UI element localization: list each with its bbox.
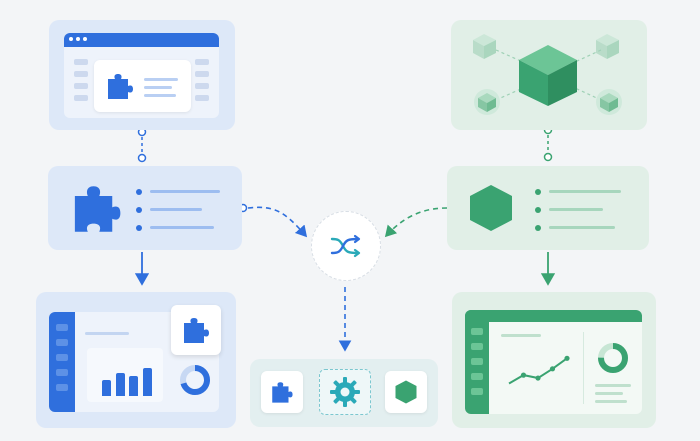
chart-bar [143, 368, 153, 396]
sidebar-item [471, 388, 483, 395]
sidebar-item [56, 384, 68, 391]
sidebar-line [195, 95, 209, 101]
bullet [136, 225, 142, 231]
puzzle-icon [184, 318, 209, 343]
green-mid-panel [447, 166, 649, 250]
chart-bar [129, 376, 139, 396]
list-line [549, 208, 603, 211]
bullet [136, 207, 142, 213]
hexagon-icon [395, 380, 417, 404]
donut-chart [180, 365, 210, 395]
list-line [549, 226, 615, 229]
header-line [85, 332, 129, 335]
bullet [535, 225, 541, 231]
bullet [136, 189, 142, 195]
puzzle-badge [171, 305, 221, 355]
green-top-link [543, 125, 553, 162]
divider [583, 332, 584, 404]
sidebar-item [56, 324, 68, 331]
green-to-hub-arrow [384, 207, 448, 238]
sidebar-item [56, 354, 68, 361]
blue-dashboard-panel [36, 292, 236, 428]
legend-line [595, 392, 623, 395]
sidebar-line [74, 59, 88, 65]
sidebar-item [56, 369, 68, 376]
sidebar-line [74, 83, 88, 89]
browser-titlebar [64, 33, 219, 47]
bar-chart-plot [97, 354, 157, 396]
list-line [150, 190, 220, 193]
sidebar-line [74, 95, 88, 101]
puzzle-icon [272, 382, 293, 403]
trend-point [535, 375, 541, 381]
chart-bar [115, 373, 125, 396]
merged-puzzle-card [261, 371, 303, 413]
browser-window [64, 33, 219, 118]
legend-line [595, 384, 631, 387]
line-chart [508, 355, 570, 385]
trend-point [564, 355, 570, 361]
sidebar-line [74, 71, 88, 77]
window-dot [69, 37, 73, 41]
green-dashboard-panel [452, 292, 656, 428]
dashboard-titlebar [465, 310, 642, 322]
sidebar-line [195, 59, 209, 65]
sidebar-line [195, 71, 209, 77]
blue-to-hub-arrow [247, 206, 308, 238]
puzzle-icon [108, 74, 133, 99]
text-line [144, 94, 176, 97]
sidebar-item [471, 343, 483, 350]
gear-icon [330, 377, 360, 407]
puzzle-icon [74, 186, 121, 232]
hub-node [311, 211, 381, 281]
list-line [549, 190, 621, 193]
sidebar-item [471, 373, 483, 380]
bullet [535, 189, 541, 195]
dashboard-window [465, 310, 642, 414]
window-dot [83, 37, 87, 41]
chart-bar [101, 380, 111, 396]
sidebar-line [195, 83, 209, 89]
bullet [535, 207, 541, 213]
list-line [150, 208, 202, 211]
header-line [501, 334, 541, 337]
dashboard-sidebar [49, 312, 75, 412]
trend-point [520, 372, 527, 378]
donut-chart [598, 343, 628, 373]
list-line [150, 226, 214, 229]
merged-panel [250, 359, 438, 427]
merged-gear-card [319, 369, 371, 415]
merged-hexagon-card [385, 371, 427, 413]
dashboard-window [49, 312, 219, 412]
cube-network-icon [473, 34, 622, 115]
dashboard-sidebar [465, 310, 489, 414]
plugin-card [94, 60, 191, 112]
sidebar-item [56, 339, 68, 346]
text-line [144, 78, 178, 81]
green-top-panel [451, 20, 647, 130]
sidebar-item [471, 328, 483, 335]
blue-top-panel [49, 20, 235, 130]
blue-top-link [137, 127, 147, 163]
legend-line [595, 400, 627, 403]
trend-point [549, 366, 556, 372]
text-line [144, 86, 172, 89]
window-dot [76, 37, 80, 41]
blue-mid-panel [48, 166, 242, 250]
shuffle-icon [330, 234, 361, 258]
sidebar-item [471, 358, 483, 365]
bar-chart [87, 348, 163, 402]
hexagon-icon [470, 185, 512, 231]
